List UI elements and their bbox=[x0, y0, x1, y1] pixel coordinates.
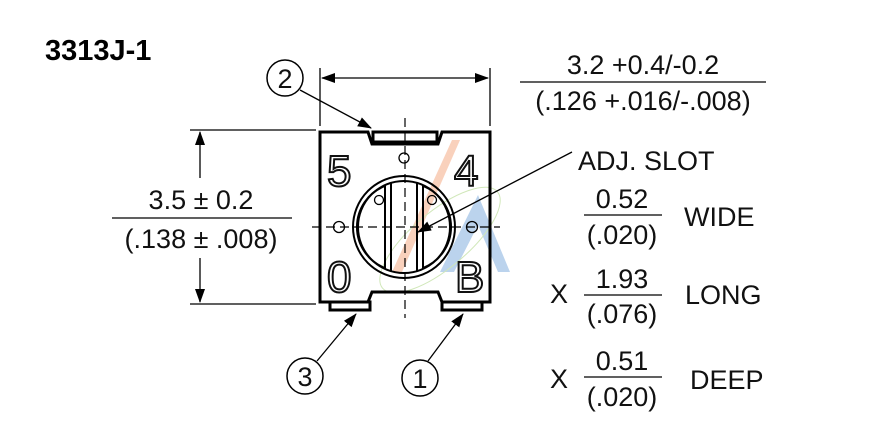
slot-deep-prefix: X bbox=[550, 364, 568, 394]
width-metric: 3.2 +0.4/-0.2 bbox=[567, 50, 719, 80]
pin-2-label: 2 bbox=[277, 64, 292, 94]
adj-slot-label: ADJ. SLOT bbox=[578, 146, 715, 176]
slot-deep-label: DEEP bbox=[690, 365, 764, 395]
slot-deep-inch: (.020) bbox=[587, 382, 658, 412]
pin-2-callout bbox=[266, 59, 372, 129]
marking-4: 4 bbox=[454, 147, 478, 196]
slot-long-metric: 1.93 bbox=[596, 264, 649, 294]
slot-long-prefix: X bbox=[550, 279, 568, 309]
pin-1-callout bbox=[401, 313, 464, 397]
width-dimension bbox=[319, 68, 766, 126]
slot-long-inch: (.076) bbox=[587, 299, 658, 329]
width-inch: (.126 +.016/-.008) bbox=[535, 86, 750, 116]
height-dimension bbox=[112, 129, 316, 305]
marking-b: B bbox=[455, 253, 484, 302]
adj-slot-leader bbox=[417, 151, 573, 233]
height-inch: (.138 ± .008) bbox=[125, 224, 278, 254]
slot-long-label: LONG bbox=[685, 280, 762, 310]
height-metric: 3.5 ± 0.2 bbox=[149, 185, 254, 215]
slot-wide-metric: 0.52 bbox=[596, 184, 649, 214]
component-body bbox=[312, 118, 500, 318]
slot-wide-label: WIDE bbox=[684, 202, 755, 232]
pin-3-label: 3 bbox=[297, 362, 312, 392]
marking-5: 5 bbox=[327, 147, 351, 196]
pin-1-label: 1 bbox=[412, 364, 427, 394]
watermark-logo bbox=[379, 140, 510, 294]
pin-3-callout bbox=[286, 313, 357, 395]
marking-0: 0 bbox=[327, 253, 351, 302]
slot-deep-metric: 0.51 bbox=[596, 346, 649, 376]
part-number-title: 3313J-1 bbox=[45, 35, 151, 67]
slot-wide-inch: (.020) bbox=[587, 220, 658, 250]
